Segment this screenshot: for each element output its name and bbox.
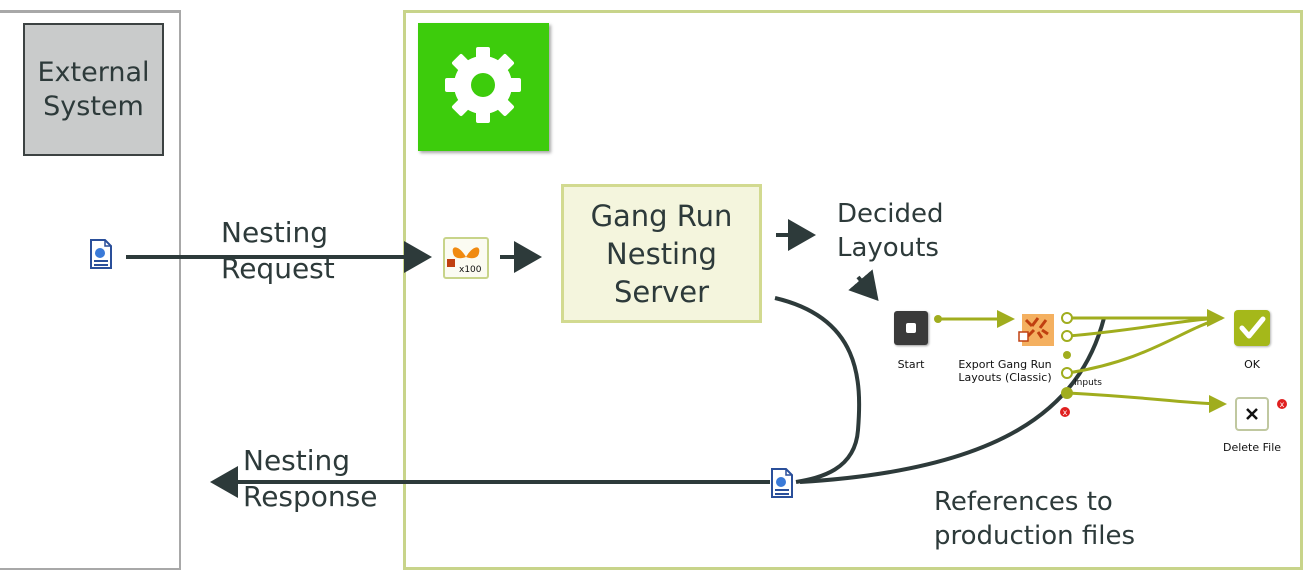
delete-file-label: Delete File	[1222, 441, 1282, 454]
external-system-box: External System	[23, 23, 164, 156]
butterfly-batch-icon: x100	[443, 237, 489, 279]
decided-layouts-label: Decided Layouts	[837, 199, 944, 263]
xml-document-icon	[769, 468, 795, 498]
batch-count: x100	[459, 265, 482, 275]
export-out-dot-5	[1061, 387, 1073, 399]
switch-app-tile	[418, 23, 549, 151]
ok-label: OK	[1244, 358, 1260, 371]
inputs-label: Inputs	[1074, 378, 1102, 388]
references-curve	[799, 317, 1106, 484]
xml-document-icon	[88, 239, 114, 269]
export-label: Export Gang Run Layouts (Classic)	[958, 358, 1052, 384]
export-to-delete-connector	[1067, 391, 1227, 413]
start-label: Start	[897, 358, 925, 371]
export-out-dot-2	[1061, 330, 1073, 342]
svg-text:x: x	[1063, 408, 1068, 417]
export-out-dot-3	[1063, 351, 1071, 359]
export-gang-run-icon	[1018, 312, 1056, 348]
start-out-dot	[934, 315, 942, 323]
error-badge-icon: x	[1277, 399, 1287, 409]
export-out-dot-1	[1061, 312, 1073, 324]
layouts-to-start-arrow	[848, 269, 879, 302]
external-system-label: External System	[37, 56, 150, 122]
server-to-response-curve	[774, 296, 862, 484]
server-label: Gang Run Nesting Server	[590, 198, 733, 309]
nesting-request-label: Nesting Request	[221, 216, 335, 285]
references-label: References to production files	[934, 487, 1136, 551]
error-badge-icon: x	[1060, 407, 1070, 417]
nesting-response-label: Nesting Response	[243, 444, 378, 513]
gear-icon	[445, 47, 521, 123]
ok-check-icon	[1234, 310, 1270, 346]
delete-file-icon	[1235, 397, 1269, 431]
svg-text:x: x	[1280, 400, 1285, 409]
export-to-ok-connector-3	[1067, 316, 1223, 375]
export-to-ok-connector-2	[1067, 316, 1223, 338]
start-node-icon	[894, 311, 928, 345]
export-out-dot-4	[1061, 367, 1073, 379]
gang-run-nesting-server: Gang Run Nesting Server	[561, 184, 762, 323]
